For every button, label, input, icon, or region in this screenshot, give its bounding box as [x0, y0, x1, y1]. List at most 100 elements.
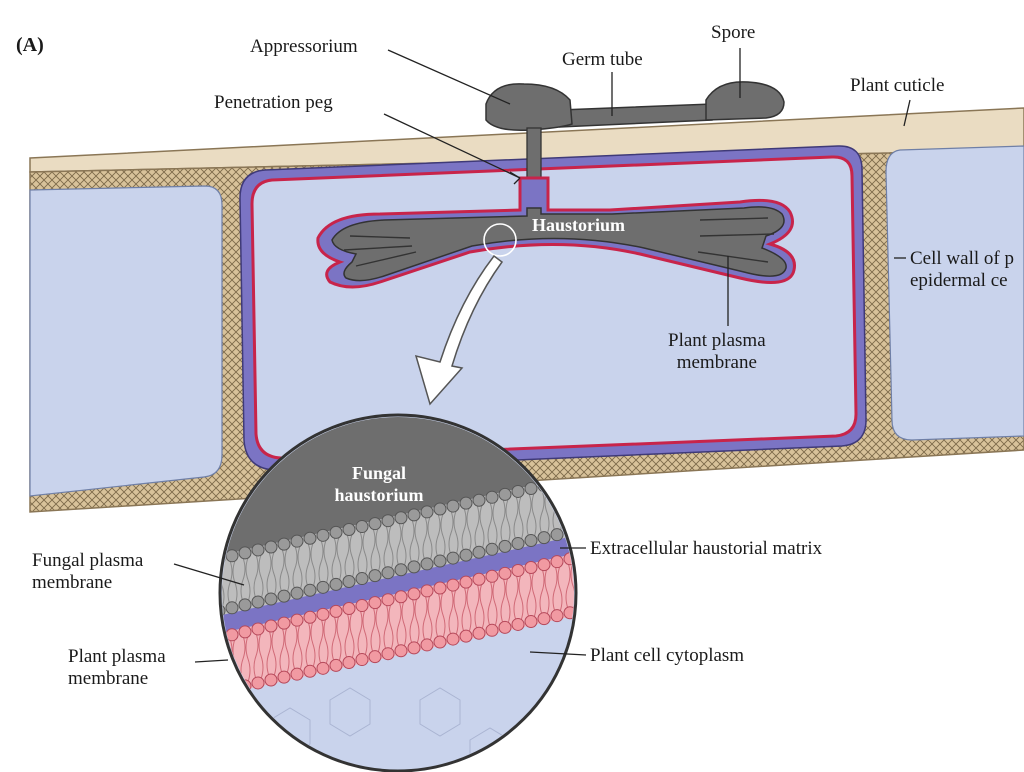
lipid-tail [336, 537, 342, 582]
right-cell [885, 145, 1024, 441]
label-haustorium: Haustorium [532, 215, 626, 235]
lipid-head [316, 580, 330, 594]
lipid-head [329, 604, 343, 618]
lipid-head [433, 581, 447, 595]
lipid-head [381, 647, 395, 661]
lipid-tail [427, 516, 433, 562]
lipid-tail [305, 543, 311, 588]
label-fungal-plasma-membrane-line1: Fungal plasma [32, 550, 144, 571]
haustorium-body [331, 206, 787, 282]
label-plant-plasma-membrane: Plant plasma membrane [668, 330, 766, 374]
lipid-tail [414, 519, 420, 565]
lipid-tail [383, 603, 389, 650]
lipid-tail [487, 502, 493, 547]
lipid-tail [362, 609, 368, 656]
lipid-head [290, 613, 304, 627]
lipid-tail [440, 513, 446, 559]
lipid-head [200, 635, 212, 647]
haustorium-shape [316, 176, 796, 289]
lipid-tail [597, 479, 601, 523]
lipid-head [420, 557, 434, 571]
lipid-head [290, 586, 304, 600]
lipid-tail [518, 574, 524, 621]
lipid-head [277, 616, 291, 630]
lipid-head [498, 487, 512, 501]
lipid-tail [427, 594, 433, 642]
lipid-head [537, 558, 551, 572]
lipid-head [277, 589, 291, 603]
lipid-head [537, 531, 551, 545]
lipid-tail [492, 580, 498, 627]
lipid-tail [409, 519, 415, 565]
lipid-head [446, 551, 460, 565]
lipid-head [446, 499, 460, 513]
lipid-tail [592, 557, 596, 603]
lipid-head [251, 595, 265, 609]
lipid-tail [435, 591, 441, 639]
lipid-tail [579, 482, 583, 526]
lipid-tail [344, 534, 350, 579]
lipid-tail [245, 557, 251, 603]
label-fungal-plasma-membrane-line2: membrane [32, 572, 113, 593]
lipid-tail [552, 565, 558, 612]
lipid-tail [570, 562, 574, 609]
label-cell-wall-line2: epidermal ce [910, 270, 1008, 291]
lipid-tail [323, 540, 329, 585]
lipid-tail [453, 588, 459, 636]
lipid-tail [383, 525, 389, 570]
lipid-tail [349, 534, 355, 579]
lipid-tail [466, 585, 472, 633]
lipid-tail [544, 490, 550, 535]
lipid-head [498, 566, 512, 580]
lipid-head [329, 525, 343, 539]
label-cell-wall-line1: Cell wall of p [910, 248, 1014, 269]
lipid-tail [565, 562, 571, 609]
lipid-head [472, 493, 486, 507]
lipid-head [368, 569, 382, 583]
lipid-tail [396, 522, 402, 567]
lipid-head [446, 632, 460, 646]
lipid-head [329, 577, 343, 591]
lipid-head [537, 612, 551, 626]
lipid-head [342, 601, 356, 615]
lipid-head [498, 620, 512, 634]
lipid-tail [215, 642, 219, 688]
label-fungal-haustorium-line1: Fungal [351, 463, 407, 483]
lipid-tail [349, 612, 355, 659]
lipid-tail [505, 499, 511, 544]
lipid-head [472, 626, 486, 640]
lipid-tail [505, 577, 511, 624]
lipid-head [303, 531, 317, 545]
lipid-head [200, 608, 212, 620]
lipid-tail [258, 632, 264, 680]
lipid-head [381, 593, 395, 607]
lipid-head [511, 484, 525, 498]
lipid-head [485, 569, 499, 583]
lipid-head [290, 667, 304, 681]
lipid-tail [222, 641, 225, 688]
lipid-head [524, 561, 538, 575]
lipid-tail [448, 510, 454, 556]
label-appressorium: Appressorium [250, 36, 358, 57]
lipid-tail [487, 580, 493, 627]
lipid-tail [448, 588, 454, 636]
lipid-tail [466, 507, 472, 553]
lipid-head [355, 653, 369, 667]
lipid-head [485, 542, 499, 556]
lipid-head [316, 661, 330, 675]
lipid-head [394, 511, 408, 525]
lipid-head [225, 682, 239, 696]
lipid-tail [579, 560, 583, 606]
lipid-head [225, 601, 239, 615]
lipid-head [577, 604, 589, 616]
lipid-head [355, 599, 369, 613]
matrix-band [222, 530, 574, 638]
lipid-head [459, 575, 473, 589]
lipid-head [433, 554, 447, 568]
plant-bilayer [222, 548, 574, 700]
lipid-head [222, 685, 226, 699]
lipid-tail [513, 574, 519, 621]
lipid-tail [323, 618, 329, 665]
lipid-head [368, 596, 382, 610]
